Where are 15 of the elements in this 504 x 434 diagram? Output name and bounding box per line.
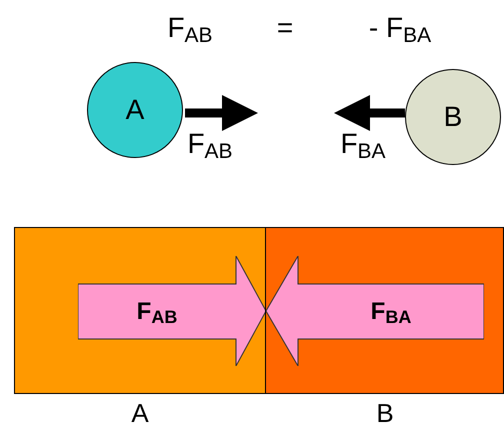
force-label: F$_{AB}$ <box>167 12 213 43</box>
force-label: F$_{BA}$ <box>370 300 412 324</box>
force-label: = <box>276 12 294 43</box>
force-label: - F$_{BA}$ <box>368 12 432 43</box>
body-block <box>14 227 266 394</box>
body-label: A <box>131 398 149 428</box>
force-label: F$_{AB}$ <box>136 300 178 324</box>
arrow-shape <box>266 256 484 366</box>
body-label: A <box>126 96 144 124</box>
body-label: B <box>444 103 462 131</box>
force-label: F$_{BA}$ <box>340 128 386 159</box>
body-block <box>265 227 504 394</box>
arrow-shape <box>78 256 266 366</box>
force-label: F$_{AB}$ <box>187 128 233 159</box>
body-label: B <box>376 398 394 428</box>
